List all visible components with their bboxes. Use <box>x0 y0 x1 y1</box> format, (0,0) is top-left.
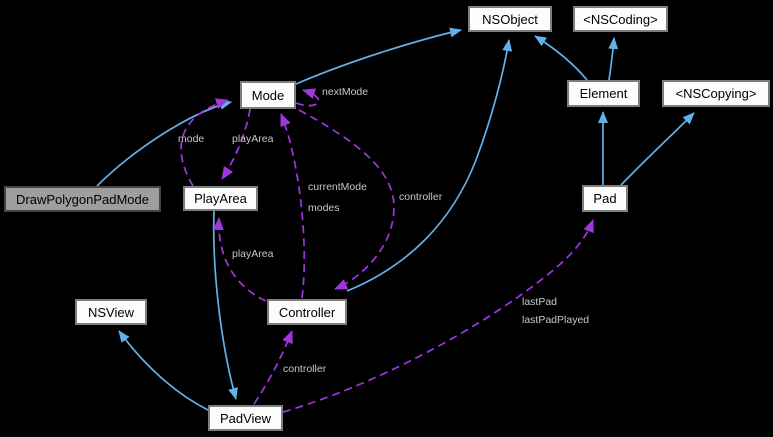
edge-label-currentmode: currentMode <box>308 181 367 193</box>
edge-mode-playarea-playarea <box>221 108 251 180</box>
edge-label-modes: modes <box>308 202 340 214</box>
node-pad[interactable]: Pad <box>582 185 628 212</box>
edge-label-lastpad: lastPad <box>522 296 558 308</box>
edge-padview-nsview <box>118 330 209 411</box>
edge-playarea-mode-mode <box>180 98 229 187</box>
edge-label-nextmode: nextMode <box>322 86 369 98</box>
node-drawpolygonpadmode[interactable]: DrawPolygonPadMode <box>4 186 161 212</box>
edge-mode-nsobject <box>295 27 462 85</box>
node-nsview[interactable]: NSView <box>75 299 147 325</box>
edge-mode-mode-nextmode <box>295 88 320 107</box>
node-mode[interactable]: Mode <box>240 81 296 109</box>
edge-padview-pad-lastpad <box>282 219 594 413</box>
node-element[interactable]: Element <box>567 80 640 107</box>
edge-element-nscoding <box>608 37 619 81</box>
edge-element-nsobject <box>534 35 588 81</box>
node-controller[interactable]: Controller <box>267 299 347 325</box>
edge-drawpolygonpadmode-mode <box>96 99 232 187</box>
edge-label-playarea-lower: playArea <box>232 248 274 260</box>
edge-controller-mode-currentmode <box>280 113 306 299</box>
node-playarea[interactable]: PlayArea <box>183 186 258 211</box>
edge-pad-nscopying <box>620 112 695 186</box>
node-nscoding[interactable]: <NSCoding> <box>573 6 668 32</box>
edge-padview-controller-controller <box>253 330 293 405</box>
node-nsobject[interactable]: NSObject <box>468 6 552 32</box>
edge-controller-nsobject <box>346 39 513 292</box>
node-padview[interactable]: PadView <box>208 405 283 431</box>
edge-label-mode: mode <box>178 133 205 145</box>
edge-label-controller-upper: controller <box>399 191 443 203</box>
edge-label-controller-lower: controller <box>283 363 327 375</box>
edge-playarea-padview <box>212 210 238 400</box>
edge-mode-controller-controller <box>298 109 395 290</box>
edge-label-lastpadplayed: lastPadPlayed <box>522 314 590 326</box>
edge-label-playarea-upper: playArea <box>232 133 274 145</box>
node-nscopying[interactable]: <NSCopying> <box>662 80 770 107</box>
